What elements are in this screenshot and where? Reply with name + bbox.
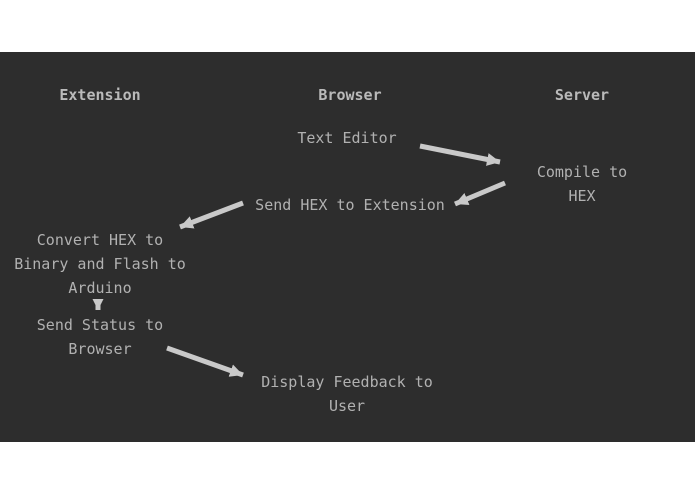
column-header-server: Server [554,86,610,104]
node-compile-to-hex: Compile to HEX [536,163,628,205]
node-convert-hex-flash: Convert HEX to Binary and Flash to Ardui… [14,231,186,297]
sequence-diagram-panel [0,52,695,442]
node-send-status-to-browser: Send Status to Browser [36,316,164,358]
node-send-hex-to-extension: Send HEX to Extension [255,196,445,214]
node-display-feedback: Display Feedback to User [261,373,433,415]
column-header-extension: Extension [59,86,141,104]
column-header-browser: Browser [318,86,382,104]
node-text-editor: Text Editor [297,129,397,147]
